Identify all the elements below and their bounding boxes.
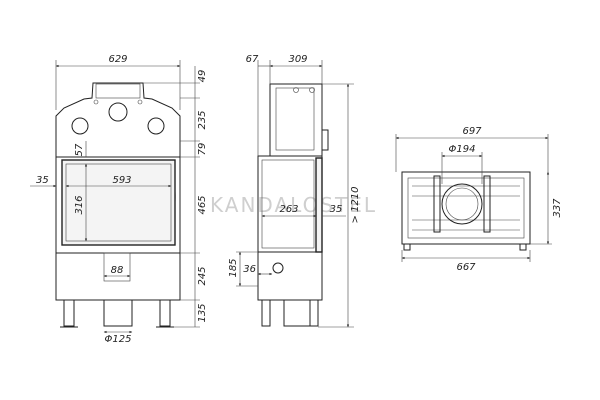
dim-front-35: 35 — [36, 175, 49, 186]
dim-top-outlet: Φ194 — [449, 144, 476, 155]
front-air-intake — [103, 252, 131, 282]
front-bolt — [137, 99, 143, 105]
top-outlet-inner — [445, 187, 479, 221]
side-glass — [315, 157, 323, 253]
dim-front-465: 465 — [197, 195, 208, 214]
front-air-duct — [103, 299, 133, 327]
top-rail-right — [483, 175, 491, 233]
front-outlet-left — [71, 117, 89, 135]
top-view: 697 Φ194 337 667 — [395, 126, 563, 273]
side-air-duct — [283, 299, 311, 327]
front-glass — [61, 159, 176, 246]
front-leg-left — [63, 299, 75, 327]
side-view: 67 309 263 35 > 1210 185 36 — [228, 54, 361, 328]
side-air-inlet — [272, 262, 284, 274]
top-foot — [403, 243, 411, 251]
dim-front-79: 79 — [197, 143, 208, 156]
top-body-inner — [407, 177, 525, 239]
dim-top-337: 337 — [552, 198, 563, 218]
dim-front-245: 245 — [197, 266, 208, 285]
side-body-inner — [261, 159, 315, 249]
top-foot — [519, 243, 527, 251]
front-base — [55, 252, 181, 301]
side-handle — [321, 129, 329, 151]
dim-side-1210: > 1210 — [350, 186, 361, 223]
dim-side-185: 185 — [228, 258, 239, 277]
front-outlet-center — [108, 102, 128, 122]
side-hood-inner — [275, 87, 315, 151]
dim-front-flue: Φ125 — [105, 334, 132, 345]
dim-front-235: 235 — [197, 110, 208, 129]
top-body — [401, 171, 531, 245]
top-outlet — [441, 183, 483, 225]
front-glass-inner — [65, 163, 172, 242]
dim-side-67: 67 — [246, 54, 259, 65]
front-view: 629 49 235 79 465 245 135 593 316 57 35 … — [30, 54, 208, 345]
side-bolt — [309, 87, 315, 93]
dim-side-36: 36 — [243, 264, 256, 275]
dim-top-667: 667 — [456, 262, 476, 273]
dim-front-316: 316 — [74, 195, 85, 214]
front-outlet-right — [147, 117, 165, 135]
dim-front-135: 135 — [197, 303, 208, 322]
side-bolt — [293, 87, 299, 93]
dim-side-309: 309 — [288, 54, 307, 65]
dim-side-263: 263 — [279, 204, 298, 215]
dim-front-width: 629 — [108, 54, 127, 65]
dim-front-57: 57 — [74, 143, 85, 156]
front-bolt — [93, 99, 99, 105]
dim-front-593: 593 — [112, 175, 131, 186]
side-leg-left — [261, 299, 271, 327]
front-leg-right — [159, 299, 171, 327]
front-collar — [95, 83, 141, 99]
top-rail-left — [433, 175, 441, 233]
side-leg-right — [309, 299, 319, 327]
dim-side-35: 35 — [330, 204, 343, 215]
dim-front-top: 49 — [197, 70, 208, 83]
dim-front-88: 88 — [111, 265, 124, 276]
dim-top-697: 697 — [462, 126, 482, 137]
side-base — [257, 251, 323, 301]
